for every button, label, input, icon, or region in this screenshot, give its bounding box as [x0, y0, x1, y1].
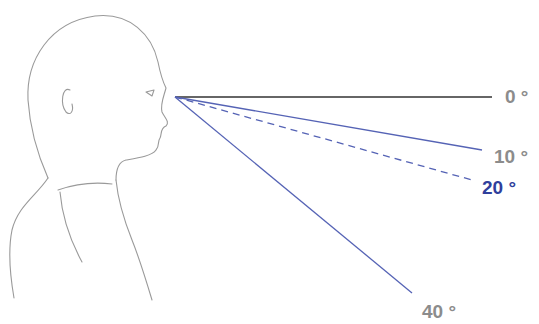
ear: [63, 89, 73, 113]
shoulder-line: [60, 192, 82, 262]
collar-line: [58, 183, 112, 190]
sight-line-20: [175, 97, 472, 180]
back-outline: [10, 178, 48, 298]
head-outline: [28, 16, 168, 180]
angle-label: 40 °: [422, 302, 456, 321]
sight-line-0: [175, 96, 492, 97]
angle-label: 20 °: [482, 178, 516, 197]
angle-label: 0 °: [505, 87, 528, 106]
eye: [146, 90, 154, 96]
chest-outline: [116, 180, 152, 300]
sight-line-10: [175, 97, 482, 150]
angle-label: 10 °: [494, 147, 528, 166]
sight-line-40: [175, 97, 412, 293]
